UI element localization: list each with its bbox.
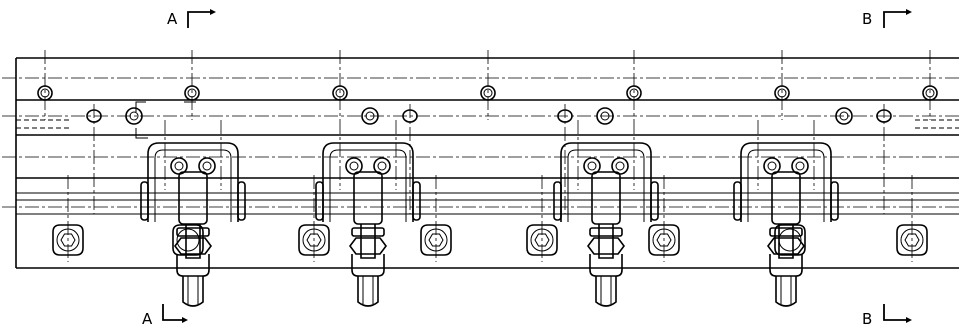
bottom-bolt-partial xyxy=(172,224,204,256)
rail-body xyxy=(15,57,959,269)
section-label-b-top: B xyxy=(862,10,872,28)
mid-hole xyxy=(876,109,892,123)
top-hole xyxy=(332,85,348,101)
mid-hole-threaded xyxy=(835,107,853,125)
mid-hole xyxy=(86,109,102,123)
top-hole xyxy=(626,85,642,101)
bolt-center-lines xyxy=(67,175,913,262)
section-label-a-bottom: A xyxy=(142,310,153,328)
mid-hole xyxy=(557,109,573,123)
clamp-assembly xyxy=(315,120,421,307)
section-marker-a-top: A xyxy=(167,9,216,28)
top-hole xyxy=(184,85,200,101)
top-hole xyxy=(480,85,496,101)
mid-hole-threaded xyxy=(596,107,614,125)
top-hole xyxy=(774,85,790,101)
section-marker-b-top: B xyxy=(862,9,912,28)
section-marker-b-bottom: B xyxy=(862,304,912,328)
center-lines xyxy=(2,50,959,214)
clamp-assembly xyxy=(553,120,659,307)
bottom-bolt-partial xyxy=(774,224,806,256)
section-label-b-bottom: B xyxy=(862,310,872,328)
top-holes xyxy=(37,85,938,101)
clamp-assembly xyxy=(733,120,839,307)
mid-holes xyxy=(86,101,892,139)
clamp-assembly xyxy=(140,120,246,307)
mid-hole-threaded xyxy=(361,107,379,125)
section-marker-a-bottom: A xyxy=(142,304,188,328)
mid-hole xyxy=(402,109,418,123)
top-hole xyxy=(922,85,938,101)
top-hole xyxy=(37,85,53,101)
mid-hole-threaded xyxy=(125,107,143,125)
section-label-a-top: A xyxy=(167,10,178,28)
